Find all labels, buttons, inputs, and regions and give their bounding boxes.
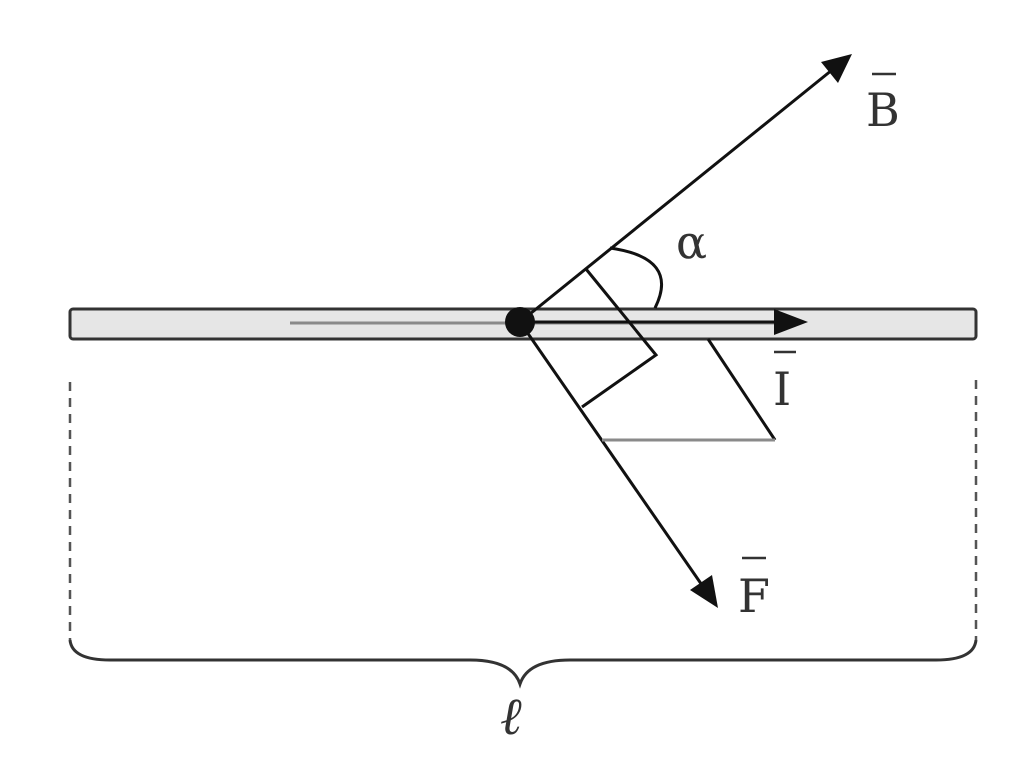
field-arrowhead <box>821 54 852 83</box>
angle-label: α <box>676 215 707 269</box>
force-arrowhead <box>690 575 718 608</box>
force-vector-line <box>518 321 706 589</box>
force-label: F <box>738 569 770 623</box>
field-label: B <box>866 83 900 137</box>
field-vector-line <box>519 68 833 324</box>
right-angle-marker <box>581 268 659 409</box>
length-brace <box>68 639 978 689</box>
current-arrowhead <box>774 309 808 335</box>
length-label: ℓ <box>500 687 522 747</box>
application-point <box>505 307 535 337</box>
current-label: I <box>773 362 791 416</box>
angle-alpha-arc <box>609 246 664 309</box>
helper-line-diagonal <box>706 338 777 441</box>
